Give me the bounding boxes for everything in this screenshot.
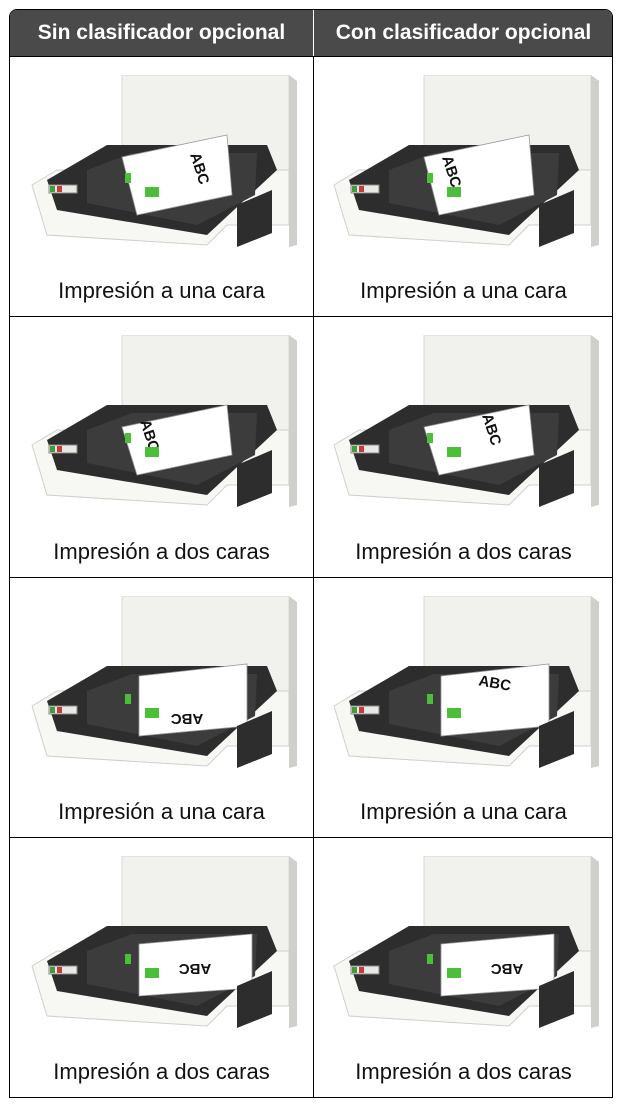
paper-label: ABC bbox=[477, 672, 512, 694]
caption: Impresión a una cara bbox=[360, 278, 567, 304]
cell-row1-left: ABC Impresión a una cara bbox=[10, 56, 313, 316]
tray-illustration-a2: ABC bbox=[332, 75, 599, 247]
tray-illustration-a1: ABC bbox=[30, 75, 297, 247]
tray-illustration-c2: ABC bbox=[332, 595, 599, 768]
header-with-finisher: Con clasificador opcional bbox=[313, 10, 612, 56]
cell-row3-right: ABC Impresión a una cara bbox=[313, 576, 612, 837]
cell-row3-left: ABC Impresión a una cara bbox=[10, 576, 313, 837]
tray-illustration-d1: ABC bbox=[30, 855, 297, 1028]
header-without-finisher: Sin clasificador opcional bbox=[10, 10, 313, 56]
tray-illustration-b1: ABC bbox=[30, 335, 297, 508]
paper-label: ABC bbox=[490, 960, 523, 977]
cell-row2-right: ABC Impresión a dos caras bbox=[313, 316, 612, 577]
tray-illustration-b2: ABC bbox=[332, 335, 599, 508]
caption: Impresión a dos caras bbox=[53, 1059, 270, 1084]
paper-label: ABC bbox=[178, 960, 211, 977]
cell-row2-left: ABC Impresión a dos caras bbox=[10, 316, 313, 576]
tray-illustration-d2: ABC bbox=[332, 855, 599, 1028]
caption: Impresión a dos caras bbox=[355, 1059, 572, 1084]
paper-loading-table: Sin clasificador opcional Con clasificad… bbox=[9, 9, 613, 1098]
cell-row1-right: ABC Impresión a una cara bbox=[313, 56, 612, 317]
paper-label: ABC bbox=[170, 710, 203, 727]
tray-illustration-c1: ABC bbox=[30, 595, 297, 768]
caption: Impresión a dos caras bbox=[53, 538, 270, 564]
cell-row4-right: ABC Impresión a dos caras bbox=[313, 836, 612, 1097]
caption: Impresión a una cara bbox=[58, 278, 265, 304]
cell-row4-left: ABC Impresión a dos caras bbox=[10, 836, 313, 1097]
caption: Impresión a una cara bbox=[360, 798, 567, 824]
caption: Impresión a una cara bbox=[58, 798, 265, 824]
caption: Impresión a dos caras bbox=[355, 538, 572, 564]
